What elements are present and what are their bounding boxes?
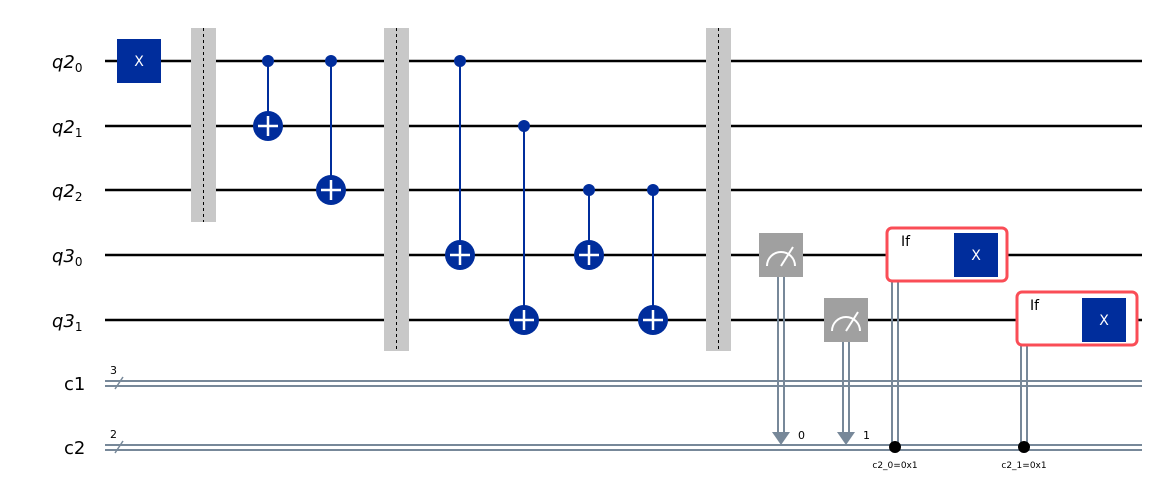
label-c1: c1: [64, 374, 85, 395]
c1-bus-size: 3: [110, 364, 117, 377]
measure-bit-0: 0: [798, 429, 805, 442]
if-x-gate-2: X: [1099, 313, 1109, 329]
condition-2: c2_1=0x1: [1001, 461, 1046, 471]
if-block-q3-0: If X c2_0=0x1: [872, 226, 1009, 471]
label-q2-0: q20: [52, 52, 83, 75]
svg-text:X: X: [134, 54, 144, 70]
if-x-gate-1: X: [971, 248, 981, 264]
label-q2-1: q21: [52, 117, 83, 140]
bus-markers: 3 2: [110, 364, 124, 454]
c2-bus-size: 2: [110, 428, 117, 441]
label-q2-2: q22: [52, 181, 83, 204]
measure-bit-1: 1: [863, 429, 870, 442]
cnot-q2-1-to-q3-1: [509, 120, 539, 335]
barrier-2: [384, 28, 409, 351]
classical-wires: [105, 380, 1142, 451]
c1-bus-slash: [114, 376, 124, 390]
measure-q3-1: 1: [824, 298, 870, 445]
x-gate-q2-0: X: [117, 39, 161, 83]
measure-q3-0: 0: [759, 233, 805, 445]
condition-1: c2_0=0x1: [872, 461, 917, 471]
if-block-q3-1: If X c2_1=0x1: [1001, 290, 1139, 471]
c2-bus-slash: [114, 440, 124, 454]
cnot-q2-0-to-q2-1: [253, 55, 283, 141]
label-c2: c2: [64, 438, 85, 459]
wire-labels: q20 q21 q22 q30 q31 c1 c2: [52, 52, 85, 459]
cnot-q2-0-to-q2-2: [316, 55, 346, 205]
if-label-1: If: [901, 234, 911, 250]
cnot-q2-0-to-q3-0: [445, 55, 475, 270]
cnot-q2-2-to-q3-0: [574, 184, 604, 270]
cnot-q2-2-to-q3-1: [638, 184, 668, 335]
barrier-3: [706, 28, 731, 351]
label-q3-0: q30: [52, 246, 83, 269]
label-q3-1: q31: [52, 311, 83, 334]
if-label-2: If: [1030, 298, 1040, 314]
barrier-1: [191, 28, 216, 222]
